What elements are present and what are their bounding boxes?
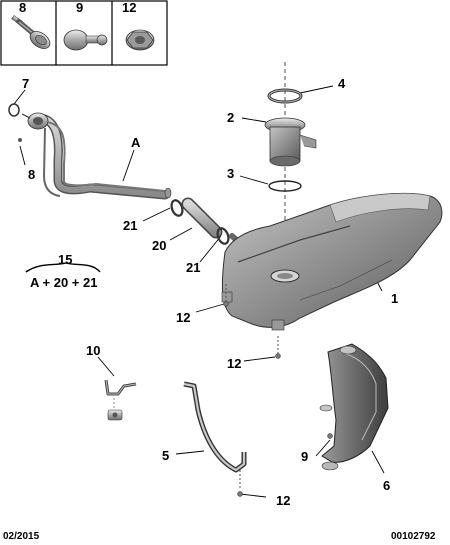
callout-6: 6 [383,478,390,493]
filler-pipe [8,103,172,200]
callout-12-header: 12 [122,0,136,15]
kit-brace [25,262,101,273]
callout-20: 20 [152,238,166,253]
bolt-icon [11,15,51,49]
callout-9-header: 9 [76,0,83,15]
callout-labels: 8 9 12 7 8 A 4 2 3 21 20 21 1 12 12 10 9… [19,0,398,508]
callout-21-lower: 21 [186,260,200,275]
pump-module [264,88,317,192]
callout-5: 5 [162,448,169,463]
callout-9: 9 [301,449,308,464]
callout-8-header: 8 [19,0,26,15]
callout-4: 4 [338,76,346,91]
push-clip-icon [63,29,108,51]
callout-12-tank: 12 [176,310,190,325]
fixing-bolts [223,284,333,497]
callout-1: 1 [391,291,398,306]
callout-3: 3 [227,166,234,181]
fuel-tank [221,192,443,331]
callout-12-underbody: 12 [227,356,241,371]
callout-8: 8 [28,167,35,182]
callout-7: 7 [22,76,29,91]
callout-a: A [131,135,141,150]
footer-date: 02/2015 [3,531,40,542]
kit-number: 15 [58,252,72,267]
pipe-bracket [104,379,137,421]
tank-strap [183,381,247,473]
callout-10: 10 [86,343,100,358]
header-parts-panel [0,0,168,66]
kit-formula: A + 20 + 21 [30,275,97,290]
nut-icon [125,29,155,51]
callout-2: 2 [227,110,234,125]
footer-reference: 00102792 [391,531,436,542]
callout-21-upper: 21 [123,218,137,233]
heat-shield [319,343,389,471]
callout-12-strap: 12 [276,493,290,508]
